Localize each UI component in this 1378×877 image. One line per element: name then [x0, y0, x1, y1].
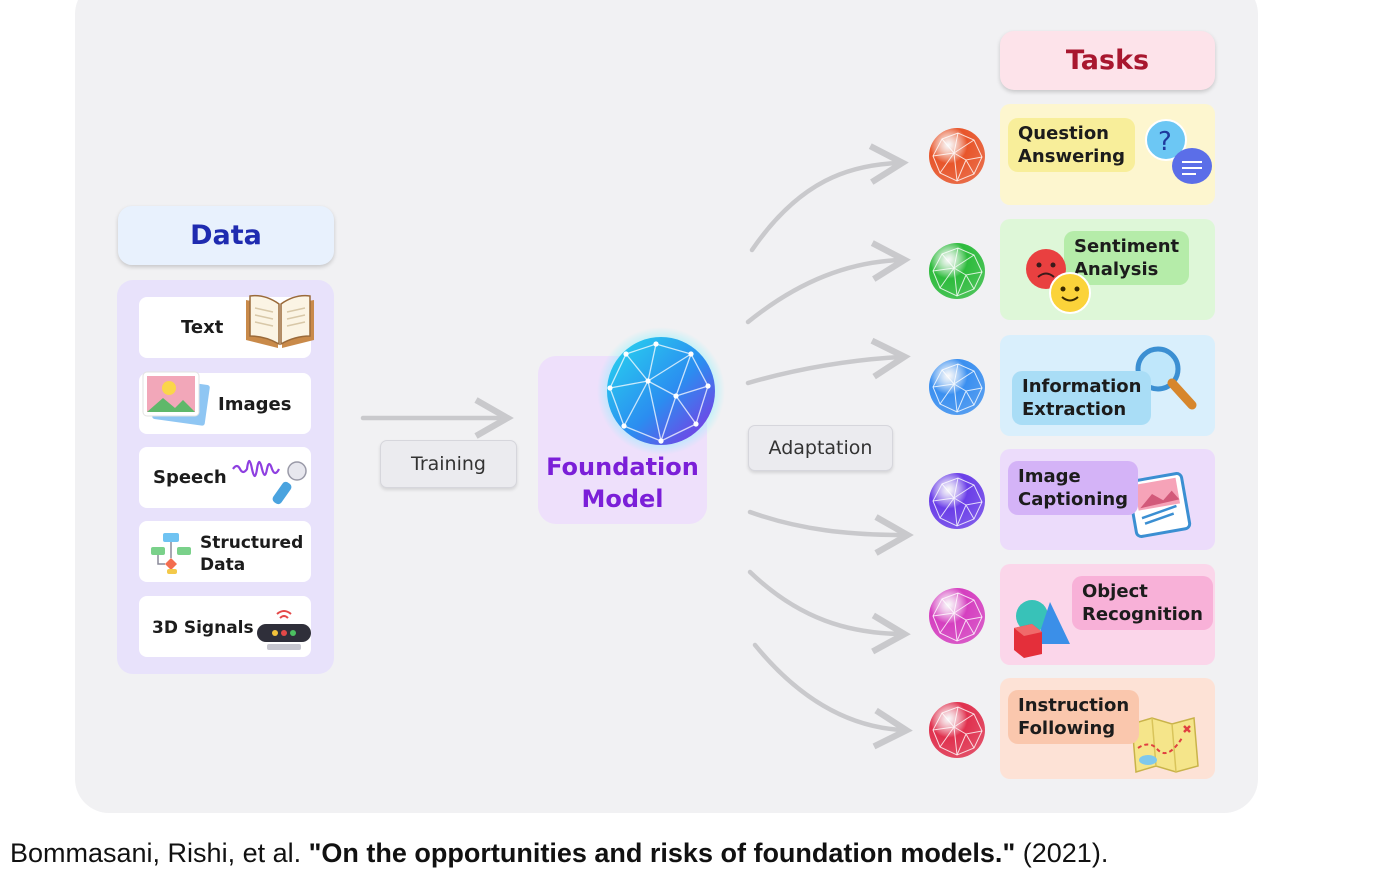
book-icon	[246, 294, 314, 348]
foundation-model-line1: Foundation	[546, 453, 699, 481]
task-label-line1: Question	[1018, 123, 1109, 144]
data-card-speech: Speech	[139, 447, 311, 508]
citation-year: (2021).	[1022, 838, 1109, 868]
data-card-structured: Structured Data	[139, 521, 311, 582]
svg-text:?: ?	[1158, 127, 1172, 157]
citation-title: "On the opportunities and risks of found…	[308, 838, 1016, 868]
task-label-line2: Analysis	[1074, 259, 1159, 280]
task-icon	[1006, 596, 1086, 680]
task-model-sphere-icon	[929, 243, 985, 299]
data-label-images: Images	[218, 394, 292, 415]
task-label-line2: Answering	[1018, 146, 1126, 167]
adapt-arrow-2	[745, 240, 911, 325]
microphone-icon	[232, 459, 307, 505]
task-model-sphere-icon	[929, 473, 985, 529]
emoji-faces-icon	[1026, 249, 1091, 314]
flowchart-icon	[151, 533, 191, 574]
task-icon	[1024, 243, 1104, 327]
foundation-model-line2: Model	[581, 485, 664, 513]
adaptation-label: Adaptation	[748, 425, 893, 471]
data-card-3d: 3D Signals	[139, 596, 311, 657]
3d-shapes-icon	[1014, 600, 1070, 658]
task-icon	[1128, 341, 1208, 425]
adapt-arrow-6	[752, 642, 913, 750]
data-label-3d: 3D Signals	[152, 618, 254, 638]
task-label-line2: Extraction	[1022, 399, 1127, 420]
adapt-arrow-3	[745, 337, 911, 386]
training-label: Training	[380, 440, 517, 488]
task-label-line1: Object	[1082, 581, 1148, 602]
foundation-model-label: Foundation Model	[538, 451, 707, 515]
task-icon	[1128, 708, 1208, 792]
task-label-line2: Captioning	[1018, 489, 1129, 510]
citation-authors: Bommasani, Rishi, et al.	[10, 838, 302, 868]
data-label-text: Text	[181, 317, 224, 338]
picture-caption-icon	[1126, 472, 1192, 538]
citation: Bommasani, Rishi, et al. "On the opportu…	[10, 838, 1108, 869]
adapt-arrow-5	[747, 569, 911, 655]
task-model-sphere-icon	[929, 359, 985, 415]
magnifier-icon	[1135, 346, 1197, 410]
task-icon	[1124, 471, 1204, 555]
foundation-model-globe-icon	[597, 327, 725, 455]
task-label-line1: Instruction	[1018, 695, 1130, 716]
data-label-speech: Speech	[153, 467, 227, 488]
task-label-line1: Image	[1018, 466, 1081, 487]
task-label-line1: Sentiment	[1074, 236, 1180, 257]
task-model-sphere-icon	[929, 128, 985, 184]
data-card-text: Text	[139, 294, 314, 358]
task-label-line2: Recognition	[1082, 604, 1203, 625]
adapt-arrow-1	[749, 143, 909, 253]
task-label-line2: Following	[1018, 718, 1116, 739]
tasks-header: Tasks	[1000, 31, 1215, 90]
sensor-device-icon	[257, 610, 311, 650]
data-label-structured: Structured Data	[200, 533, 304, 575]
adapt-arrow-4	[747, 509, 914, 556]
task-model-sphere-icon	[929, 588, 985, 644]
speech-bubbles-icon: ?	[1145, 119, 1212, 184]
task-label-line1: Information	[1022, 376, 1142, 397]
images-icon	[142, 371, 213, 428]
data-card-images: Images	[139, 371, 311, 434]
task-icon: ?	[1138, 118, 1218, 202]
task-model-sphere-icon	[929, 702, 985, 758]
treasure-map-icon	[1131, 717, 1199, 773]
data-header: Data	[118, 206, 334, 265]
